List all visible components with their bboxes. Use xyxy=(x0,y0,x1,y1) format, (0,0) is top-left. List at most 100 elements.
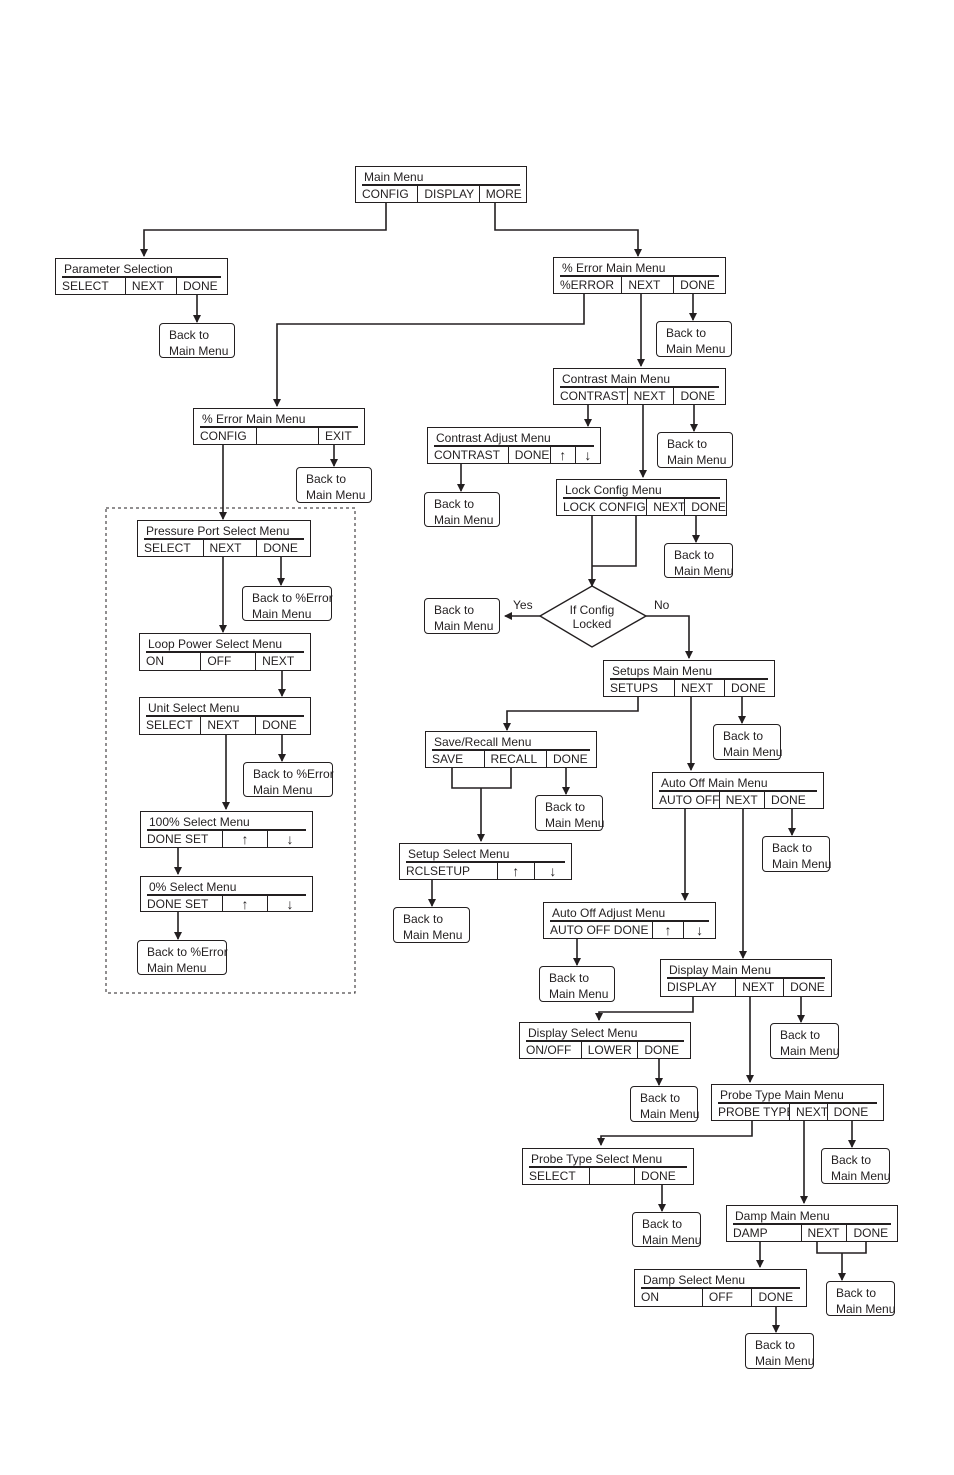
menu-options: CONTRAST DONE↑↓ xyxy=(428,447,600,463)
back-box-line: Main Menu xyxy=(674,564,734,578)
back-box-line: Main Menu xyxy=(780,1044,840,1058)
menu-option: DONE SET xyxy=(147,897,209,911)
menu-option: DONE xyxy=(673,388,725,404)
decision-line-2: Locked xyxy=(572,617,612,631)
menu-title: Unit Select Menu xyxy=(148,701,240,715)
menu-option: DONE xyxy=(764,792,823,808)
config-region-border xyxy=(105,507,356,994)
menu-title: Contrast Main Menu xyxy=(562,372,671,386)
menu-title-underline xyxy=(432,749,590,751)
menu-title-underline xyxy=(560,275,719,277)
menu-title-underline xyxy=(362,184,520,186)
menu-title-underline xyxy=(550,920,709,922)
back-box-line: Main Menu xyxy=(169,344,229,358)
menu-title: 100% Select Menu xyxy=(149,815,250,829)
menu-title-underline xyxy=(659,790,817,792)
menu-option: %ERROR xyxy=(560,278,615,292)
connector xyxy=(597,1121,753,1146)
menu-option: NEXT xyxy=(789,1104,827,1120)
menu-title: Auto Off Adjust Menu xyxy=(552,906,666,920)
back-box-line: Main Menu xyxy=(755,1354,815,1368)
menu-option: RCLSETUP xyxy=(406,864,471,878)
menu-option: SELECT xyxy=(62,279,109,293)
menu-title-underline xyxy=(146,715,304,717)
menu-option: DONE xyxy=(507,447,550,463)
menu-option: NEXT xyxy=(646,499,684,515)
menu-title: % Error Main Menu xyxy=(562,261,666,275)
down-arrow-icon: ↓ xyxy=(574,447,600,463)
back-to-main-menu-box: Back to Main Menu xyxy=(159,323,235,358)
menu-option: DONE xyxy=(751,1289,806,1306)
menu-option: SELECT xyxy=(529,1169,576,1183)
menu-option: NEXT xyxy=(718,792,764,808)
back-box-line: Back to xyxy=(780,1028,821,1042)
menu-options: RCLSETUP↑↓ xyxy=(400,863,571,879)
up-arrow-icon: ↑ xyxy=(549,447,575,463)
menu-option: DAMP xyxy=(733,1226,768,1240)
connector xyxy=(140,203,387,257)
menu-title: Main Menu xyxy=(364,170,424,184)
menu-option: DISPLAY xyxy=(667,980,717,994)
menu-options: AUTO OFF DONE↑↓ xyxy=(544,922,715,938)
menu-option: ON xyxy=(641,1290,659,1304)
menu-title-underline xyxy=(62,276,221,278)
back-box-line: Back to %Error xyxy=(252,591,333,605)
back-box-line: Back to xyxy=(755,1338,796,1352)
menu-option: MORE xyxy=(478,186,526,202)
menu-option: LOCK CONFIG xyxy=(563,500,646,514)
menu-title-underline xyxy=(641,1287,800,1289)
menu-title-underline xyxy=(147,829,306,831)
connector xyxy=(503,697,639,731)
back-box-line: Back to xyxy=(667,437,708,451)
menu-option: DONE xyxy=(637,1042,690,1058)
back-box-line: Back to xyxy=(545,800,586,814)
menu-option: DONE xyxy=(673,277,725,293)
menu-options: DONE SET↑↓ xyxy=(141,831,312,847)
menu-option xyxy=(256,428,318,444)
menu-title: Display Main Menu xyxy=(669,963,772,977)
back-box-line: Main Menu xyxy=(253,783,313,797)
menu-option: CONTRAST xyxy=(434,448,500,462)
back-box-line: Main Menu xyxy=(642,1233,702,1247)
menu-option: RECALL xyxy=(483,751,547,767)
menu-title-underline xyxy=(146,651,304,653)
back-box-line: Back to xyxy=(169,328,210,342)
menu-options: DONE SET↑↓ xyxy=(141,896,312,911)
up-arrow-icon: ↑ xyxy=(222,831,267,847)
connector xyxy=(646,615,693,659)
connector xyxy=(595,997,694,1021)
back-box-line: Main Menu xyxy=(666,342,726,356)
back-box-line: Main Menu xyxy=(403,928,463,942)
menu-option: LOWER xyxy=(580,1042,638,1058)
decision-text: If Config Locked xyxy=(548,603,636,631)
menu-title: Contrast Adjust Menu xyxy=(436,431,551,445)
menu-title: Pressure Port Select Menu xyxy=(146,524,290,538)
back-box-line: Back to %Error xyxy=(147,945,228,959)
menu-title-underline xyxy=(147,894,306,896)
menu-option: NEXT xyxy=(735,979,783,996)
